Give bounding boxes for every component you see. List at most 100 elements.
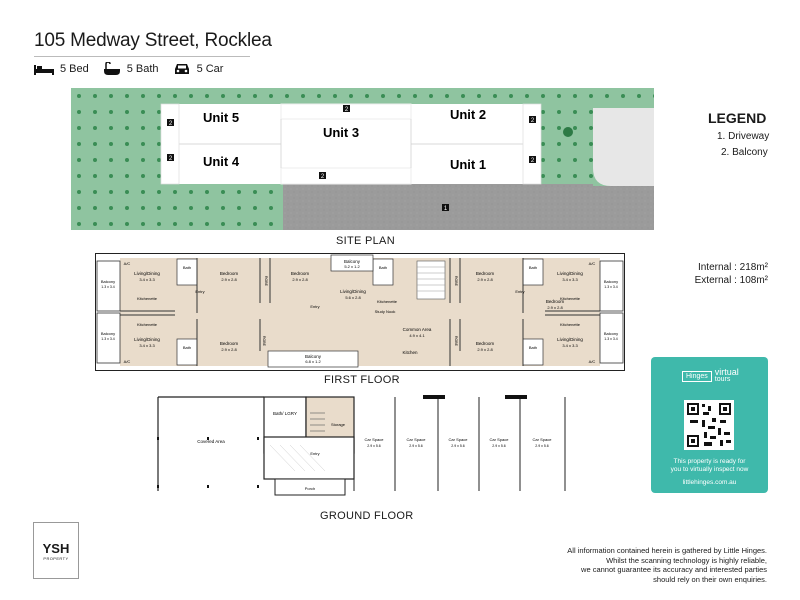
room-label: Balcony (344, 259, 361, 264)
room-label: Bedroom (476, 271, 495, 276)
room-label: Bedroom (546, 299, 565, 304)
room-dim: 2.9 x 2.8 (292, 277, 308, 282)
unit-2-label: Unit 2 (450, 107, 486, 122)
legend-item-driveway: 1. Driveway (717, 131, 770, 142)
building-notch-bottom (280, 167, 412, 185)
room-entry (263, 436, 355, 480)
balcony-marker: 2 (167, 119, 174, 127)
baths-feature: 5 Bath (103, 62, 159, 76)
disclaimer-line: we cannot guarantee its accuracy and int… (581, 565, 767, 574)
property-address: 105 Medway Street, Rocklea (34, 30, 272, 51)
external-area: External : 108m² (694, 275, 768, 286)
svg-text:2: 2 (531, 158, 535, 164)
legend-title: LEGEND (708, 110, 767, 126)
room-dim: 2.9 x 2.8 (221, 347, 237, 352)
room-label: Storage (331, 422, 346, 427)
internal-area: Internal : 218m² (697, 262, 768, 273)
first-floor-plan: Living/Dining 3.4 x 3.3 Living/Dining 3.… (95, 253, 625, 371)
room-dim: 3.4 x 3.3 (139, 277, 155, 282)
room-dim: 1.3 x 3.4 (101, 337, 114, 341)
balcony-strip-left (160, 103, 180, 185)
room-label: Kitchenette (377, 299, 398, 304)
virtual-tour-url[interactable]: littlehinges.com.au (682, 479, 737, 486)
room-dim: 3.4 x 3.3 (562, 277, 578, 282)
balcony-marker: 2 (167, 154, 174, 162)
balcony-marker: 2 (529, 116, 536, 124)
room-label: Balcony (604, 279, 618, 284)
svg-text:2: 2 (345, 107, 349, 113)
room-label: Living/Dining (134, 271, 160, 276)
room-label: Entry (195, 289, 204, 294)
balcony-marker: 2 (319, 172, 326, 180)
room-label: Balcony (604, 331, 618, 336)
first-floor-caption: FIRST FLOOR (324, 374, 400, 386)
room-label: A/C (589, 359, 596, 364)
room-label: Kitchenette (560, 322, 581, 327)
car-space-dim: 2.9 x 5.6 (451, 444, 464, 448)
room-dim: 5.6 x 2.8 (345, 295, 361, 300)
driveway-marker: 1 (442, 204, 449, 212)
badge-bottom: tours (714, 376, 731, 383)
room-label: ROBE (454, 336, 458, 347)
room-bath (372, 258, 394, 286)
virtual-tour-badge: Hinges virtual tours (682, 368, 739, 384)
room-bath (176, 338, 198, 366)
room-label: Living/Dining (134, 337, 160, 342)
room-balcony-right-top (599, 260, 624, 312)
room-label: A/C (589, 261, 596, 266)
room-label: Balcony (101, 331, 115, 336)
room-dim: 2.9 x 2.8 (547, 305, 563, 310)
car-space-dim: 2.9 x 5.6 (367, 444, 380, 448)
ground-floor-caption: GROUND FLOOR (320, 510, 414, 522)
disclaimer-line: All information contained herein is gath… (567, 546, 767, 555)
car-space-dim: 2.9 x 5.6 (409, 444, 422, 448)
site-plan: Unit 5 Unit 3 Unit 2 Unit 4 Unit 1 2 2 2… (71, 88, 654, 230)
brand-box: Hinges (682, 370, 712, 382)
room-balcony-left-bottom (96, 312, 121, 364)
room-dim: 1.3 x 3.4 (101, 285, 114, 289)
room-label: Covered Area (197, 439, 225, 444)
room-label: ROBE (454, 276, 458, 287)
svg-text:2: 2 (169, 121, 173, 127)
room-label: Bath (183, 265, 191, 270)
room-label: Bedroom (476, 341, 495, 346)
qr-code[interactable] (684, 400, 734, 450)
room-label: Bath/ LGRY (273, 411, 297, 416)
room-bath (522, 258, 544, 286)
car-space-dim: 2.9 x 5.6 (535, 444, 548, 448)
room-label: Living/Dining (340, 289, 366, 294)
room-label: A/C (124, 359, 131, 364)
virtual-tour-line1: This property is ready for (673, 458, 746, 465)
room-label: Kitchen (402, 350, 418, 355)
bed-icon (34, 65, 54, 75)
room-label: Bedroom (220, 271, 239, 276)
svg-text:2: 2 (321, 174, 325, 180)
room-balcony-right-bottom (599, 312, 624, 364)
title-divider (34, 56, 250, 57)
virtual-tour-card[interactable]: Hinges virtual tours This property is re… (651, 357, 768, 493)
room-porch (274, 478, 346, 496)
room-label: Bedroom (291, 271, 310, 276)
baths-label: 5 Bath (126, 63, 159, 75)
room-balcony-bottom (267, 350, 359, 368)
room-label: Kitchenette (560, 296, 581, 301)
room-dim: 1.3 x 3.4 (604, 285, 617, 289)
legend-item-balcony: 2. Balcony (721, 147, 768, 158)
car-space-dim: 2.9 x 5.6 (492, 444, 505, 448)
room-label: Entry (310, 451, 319, 456)
room-label: Common Area (403, 327, 432, 332)
room-dim: 3.4 x 3.3 (562, 343, 578, 348)
unit-4-label: Unit 4 (203, 154, 240, 169)
room-label: Bath (183, 345, 191, 350)
balcony-marker: 2 (529, 156, 536, 164)
cars-label: 5 Car (196, 63, 224, 75)
room-dim: 2.9 x 2.8 (477, 277, 493, 282)
beds-feature: 5 Bed (34, 63, 89, 75)
room-label: ROBE (264, 276, 268, 287)
disclaimer: All information contained herein is gath… (507, 546, 767, 584)
balcony-strip-right (522, 103, 542, 185)
room-balcony-left-top (96, 260, 121, 312)
room-label: Balcony (101, 279, 115, 284)
room-dim: 6.8 x 1.2 (305, 359, 321, 364)
property-features: 5 Bed 5 Bath 5 Car (34, 62, 223, 76)
